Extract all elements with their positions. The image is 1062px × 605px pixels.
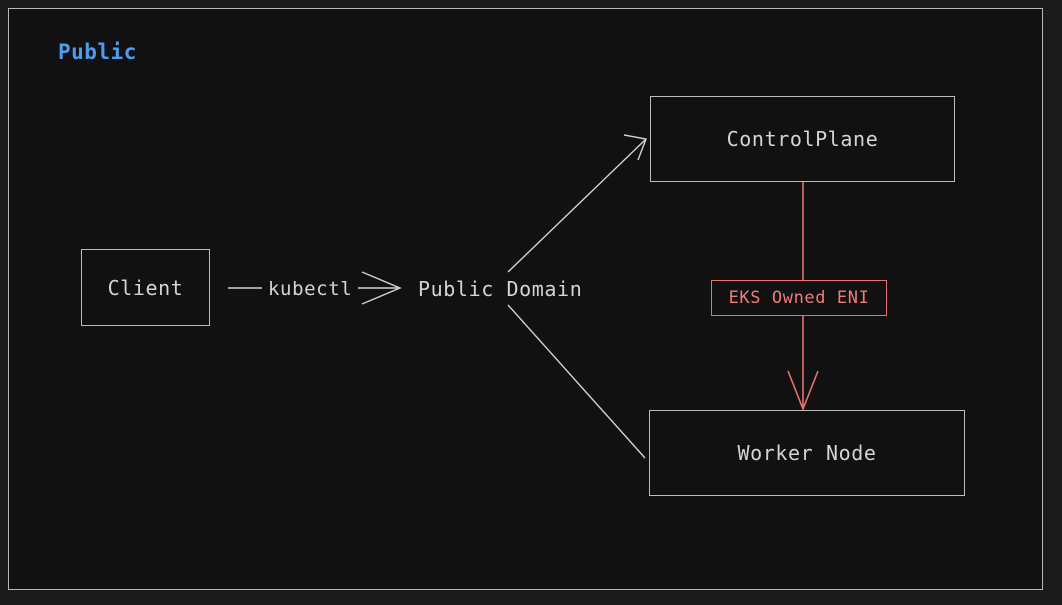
cluster-title-public: Public [58, 40, 137, 64]
node-control-plane[interactable]: ControlPlane [650, 96, 955, 182]
edge-label-eks-owned-eni: EKS Owned ENI [711, 280, 887, 316]
edge-label-kubectl: kubectl [268, 278, 353, 300]
node-worker-node[interactable]: Worker Node [649, 410, 965, 496]
node-client[interactable]: Client [81, 249, 210, 326]
node-public-domain[interactable]: Public Domain [418, 277, 583, 301]
